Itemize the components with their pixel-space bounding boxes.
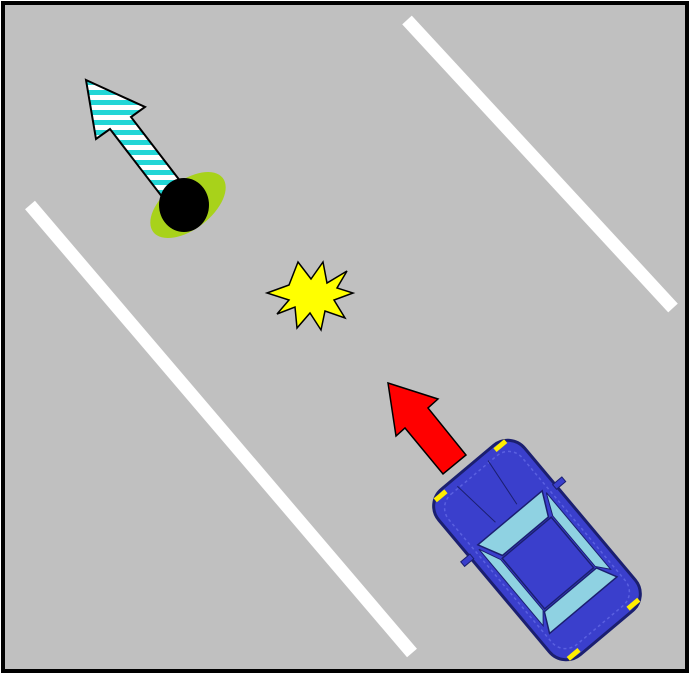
accident-scene-diagram [0,0,689,673]
